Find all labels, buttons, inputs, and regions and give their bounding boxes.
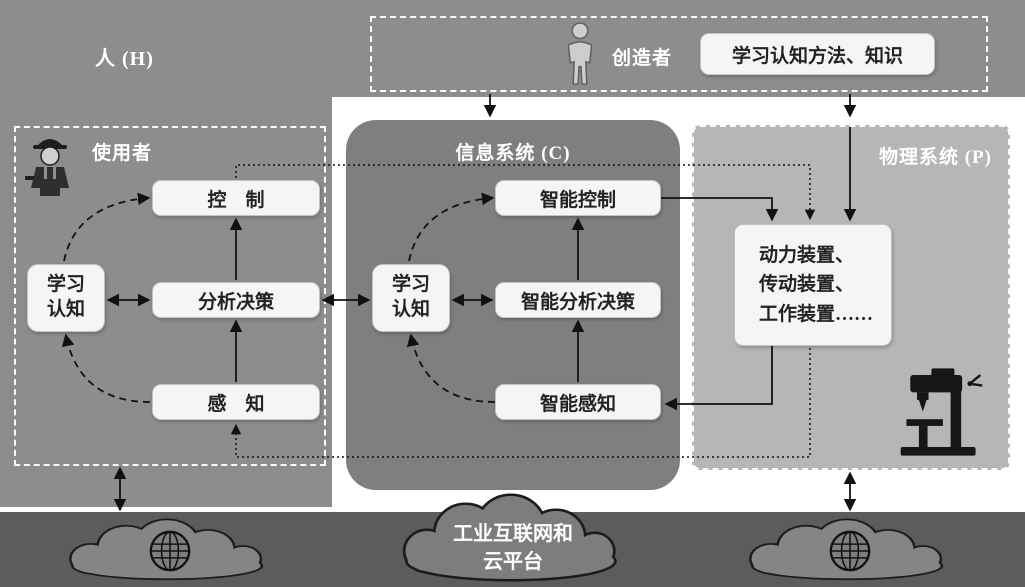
- info-learning-box: 学习 认知: [372, 264, 450, 332]
- physical-system-label: 物理系统 (P): [878, 147, 992, 168]
- info-perception-box: 智能感知: [495, 384, 661, 420]
- info-learning-line2: 认知: [391, 299, 430, 320]
- devices-line1: 动力装置、: [759, 244, 855, 266]
- user-label: 使用者: [92, 143, 153, 164]
- devices-box: 动力装置、 传动装置、 工作装置……: [734, 224, 892, 346]
- right-network-cloud: [749, 518, 944, 581]
- user-perception-box: 感 知: [152, 384, 320, 420]
- devices-line2: 传动装置、: [759, 274, 855, 296]
- user-analysis-box: 分析决策: [152, 282, 320, 318]
- user-control-box: 控 制: [152, 180, 320, 216]
- user-learning-line2: 认知: [46, 299, 85, 320]
- devices-line3: 工作装置……: [759, 303, 874, 325]
- creator-person-icon: [567, 22, 593, 85]
- information-system-label: 信息系统 (C): [455, 143, 571, 164]
- knowledge-box: 学习认知方法、知识: [700, 33, 935, 75]
- globe-icon-left: [149, 530, 191, 572]
- info-analysis-box: 智能分析决策: [495, 282, 661, 318]
- worker-icon: [25, 139, 69, 196]
- info-control-box: 智能控制: [495, 180, 661, 216]
- drill-machine-icon: [900, 368, 983, 456]
- user-learning-box: 学习 认知: [27, 264, 105, 332]
- globe-icon-right: [829, 530, 871, 572]
- info-learning-line1: 学习: [391, 274, 430, 296]
- center-cloud: [402, 493, 617, 582]
- user-learning-line1: 学习: [46, 274, 85, 296]
- cloud-platform-label: 工业互联网和 云平台: [398, 520, 628, 576]
- cloud-platform-line1: 工业互联网和: [453, 523, 573, 545]
- human-region-label: 人 (H): [95, 48, 154, 70]
- creator-panel: [370, 16, 988, 92]
- cloud-platform-line2: 云平台: [483, 551, 543, 573]
- creator-label: 创造者: [612, 48, 673, 69]
